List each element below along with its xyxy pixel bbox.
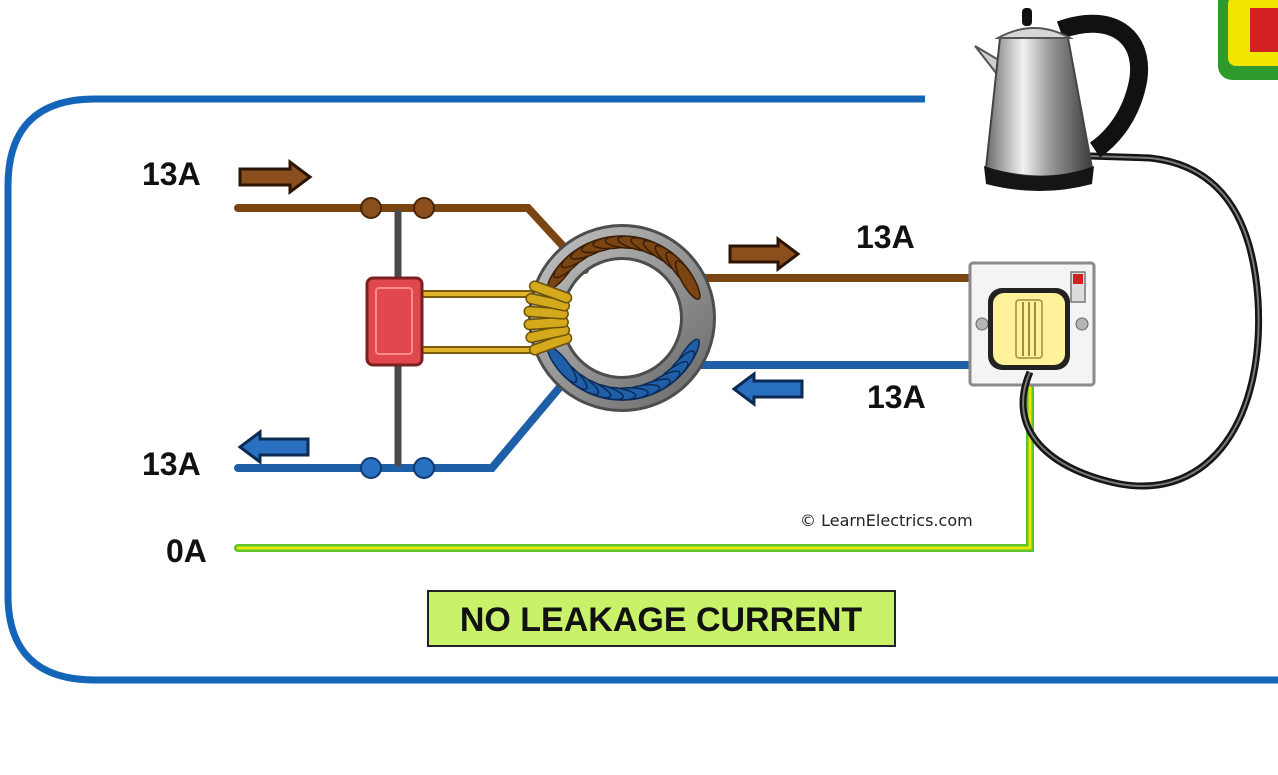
arrow-left-icon bbox=[731, 371, 804, 407]
neutral-out-current-label: 13A bbox=[142, 446, 201, 482]
live-coil-turn bbox=[674, 259, 701, 301]
sense-coil bbox=[523, 280, 573, 356]
neutral-coil bbox=[547, 338, 700, 401]
arrow-left-icon bbox=[237, 429, 310, 465]
arrow-right-icon bbox=[728, 236, 801, 272]
kettle-icon bbox=[974, 8, 1149, 191]
frame-border bbox=[4, 95, 1278, 684]
logo bbox=[1218, 0, 1278, 80]
neutral-wire bbox=[234, 361, 976, 472]
live-out-current-label: 13A bbox=[856, 219, 915, 255]
trip-solenoid bbox=[365, 276, 424, 367]
live-coil bbox=[547, 235, 701, 301]
status-box: NO LEAKAGE CURRENT bbox=[427, 590, 896, 647]
plug-icon bbox=[988, 288, 1070, 370]
earth-current-label: 0A bbox=[166, 533, 207, 569]
neutral-return-current-label: 13A bbox=[867, 379, 926, 415]
status-text: NO LEAKAGE CURRENT bbox=[460, 601, 863, 639]
trip-circuit bbox=[365, 210, 545, 466]
sense-coil-turn bbox=[528, 280, 573, 304]
live-in-current-label: 13A bbox=[142, 156, 201, 192]
copyright-text: © LearnElectrics.com bbox=[800, 511, 973, 530]
junction-nodes bbox=[360, 197, 435, 479]
arrow-right-icon bbox=[238, 159, 313, 195]
toroid-core bbox=[523, 224, 716, 412]
